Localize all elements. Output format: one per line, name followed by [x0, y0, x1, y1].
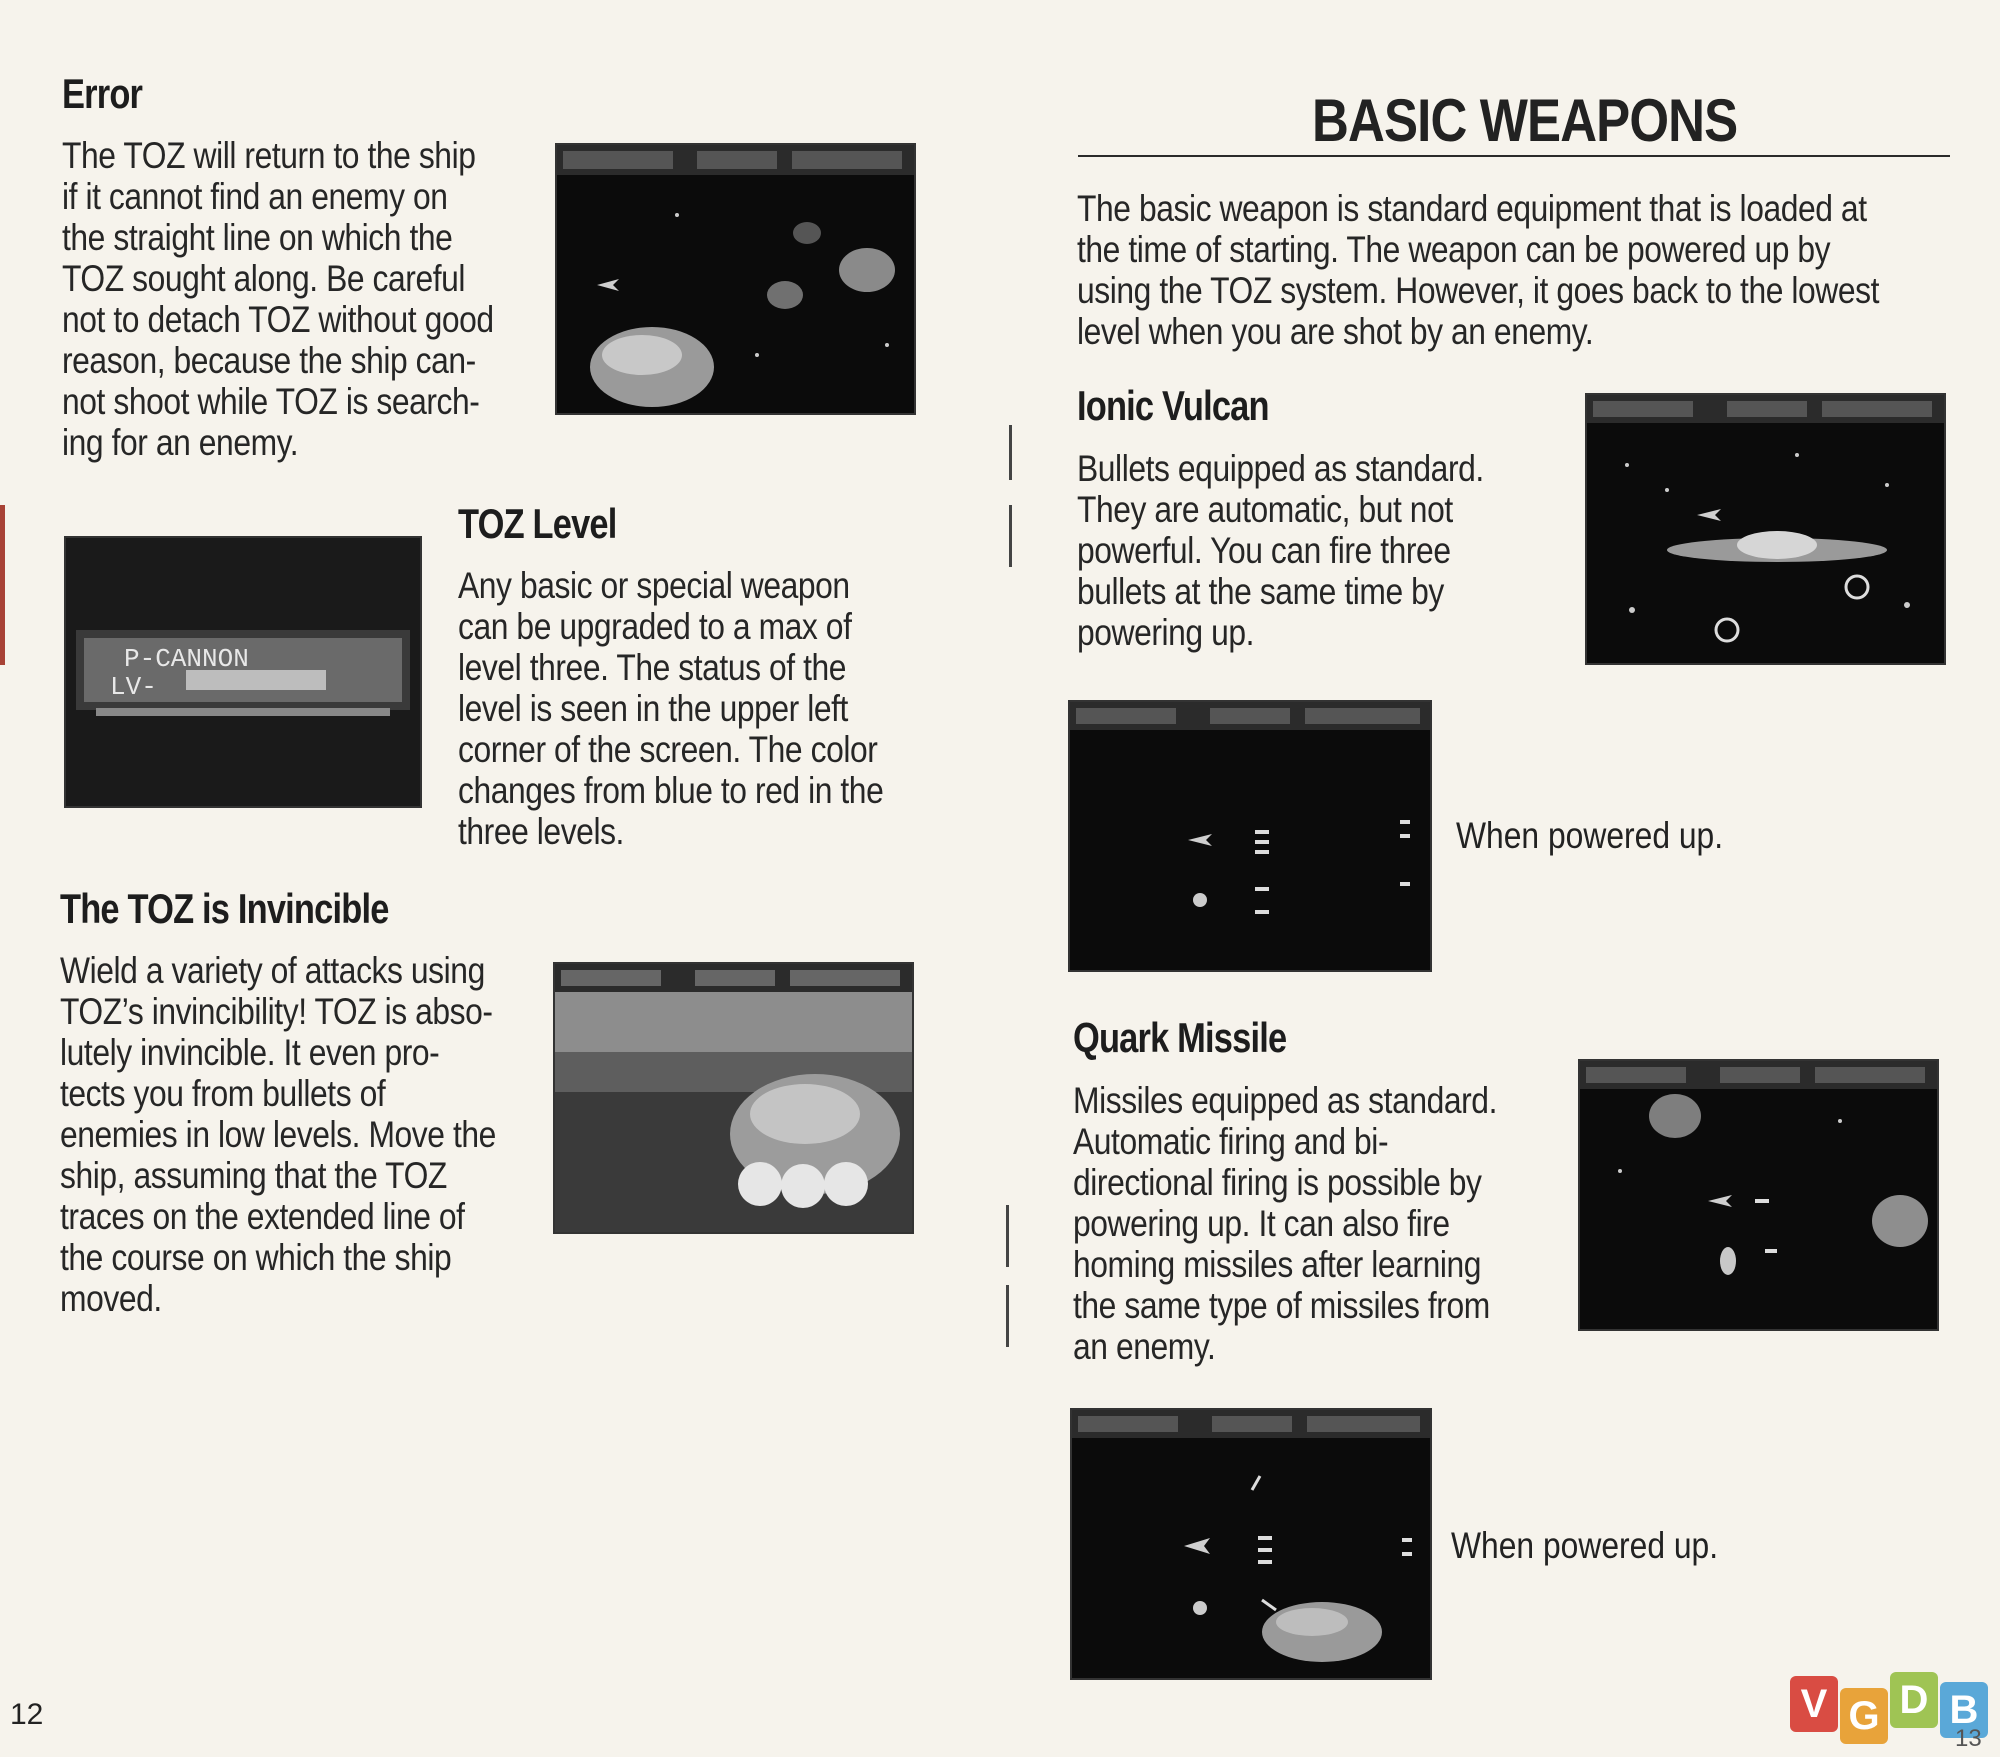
- ionic-vulcan-heading: Ionic Vulcan: [1077, 382, 1270, 429]
- ionic-vulcan-powered-caption: When powered up.: [1456, 815, 1724, 856]
- quark-missile-paragraph: Missiles equipped as standard. Automatic…: [1073, 1080, 1497, 1367]
- intro-paragraph: The basic weapon is standard equipment t…: [1077, 188, 1880, 352]
- ionic-vulcan-powered-screenshot: [1068, 700, 1432, 972]
- invincible-heading: The TOZ is Invincible: [60, 885, 389, 932]
- ionic-vulcan-screenshot: [1585, 393, 1946, 665]
- toz-level-heading: TOZ Level: [458, 500, 617, 547]
- invincible-screenshot: [553, 962, 914, 1234]
- quark-missile-powered-caption: When powered up.: [1451, 1525, 1719, 1566]
- page-edge-mark: [0, 505, 5, 665]
- watermark-letter-g: G: [1840, 1688, 1888, 1744]
- binding-mark: [1006, 1205, 1009, 1267]
- toz-level-weapon-text: P-CANNON: [124, 644, 249, 674]
- page-number-left: 12: [10, 1698, 44, 1731]
- quark-missile-powered-screenshot: [1070, 1408, 1432, 1680]
- error-screenshot: [555, 143, 916, 415]
- invincible-paragraph: Wield a variety of attacks using TOZ’s i…: [60, 950, 496, 1319]
- title-rule: [1078, 155, 1950, 157]
- watermark-letter-v: V: [1790, 1676, 1838, 1732]
- toz-level-paragraph: Any basic or special weapon can be upgra…: [458, 565, 884, 852]
- quark-missile-heading: Quark Missile: [1073, 1014, 1287, 1061]
- toz-level-lv-text: LV-: [110, 672, 157, 702]
- toz-level-screenshot: P-CANNON LV-: [64, 536, 422, 808]
- binding-mark: [1009, 425, 1012, 480]
- watermark-letter-d: D: [1890, 1672, 1938, 1728]
- watermark-letter-b: B: [1940, 1682, 1988, 1738]
- binding-mark: [1006, 1285, 1009, 1347]
- error-heading: Error: [62, 70, 143, 117]
- binding-mark: [1009, 505, 1012, 567]
- error-paragraph: The TOZ will return to the ship if it ca…: [62, 135, 494, 463]
- ionic-vulcan-paragraph: Bullets equipped as standard. They are a…: [1077, 448, 1484, 653]
- page-title: BASIC WEAPONS: [1312, 87, 1738, 154]
- quark-missile-screenshot: [1578, 1059, 1939, 1331]
- page-number-right: 13: [1955, 1725, 1982, 1752]
